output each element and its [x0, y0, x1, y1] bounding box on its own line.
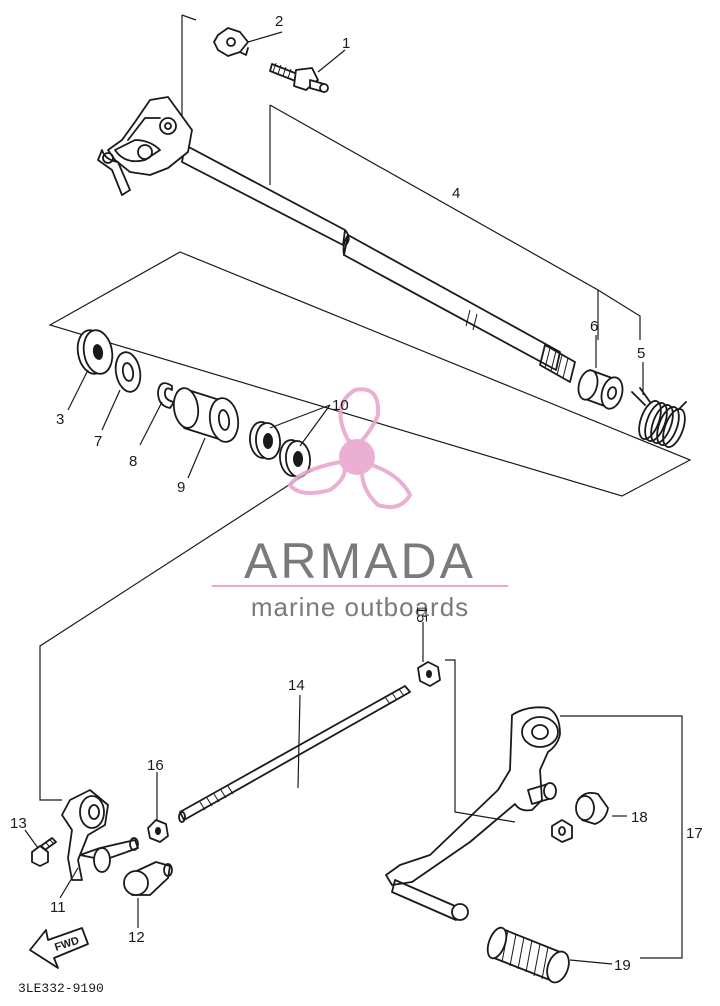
callout-8: 8	[129, 453, 137, 470]
callout-19: 19	[614, 957, 631, 974]
part-7-washer	[114, 351, 142, 393]
part-3-oil-seal	[76, 329, 114, 375]
callout-6: 6	[590, 318, 598, 335]
part-11-shift-arm	[61, 789, 139, 881]
part-9-bushing	[172, 387, 240, 443]
drawing-code: 3LE332-9190	[18, 981, 104, 996]
part-10-bearings	[249, 421, 311, 478]
callout-3: 3	[56, 411, 64, 428]
callout-11: 11	[50, 899, 66, 916]
callout-4: 4	[452, 185, 460, 202]
callout-15: 15	[413, 606, 430, 623]
callout-1: 1	[342, 35, 350, 52]
callout-18: 18	[631, 809, 648, 826]
shift-arm-plate	[107, 96, 193, 176]
fwd-arrow-icon: FWD	[29, 927, 89, 969]
part-14-shift-rod	[178, 685, 411, 823]
part-6-collar	[577, 369, 624, 410]
shift-shaft-group	[97, 14, 641, 383]
part-2-nut	[213, 27, 249, 57]
shift-shaft	[181, 144, 346, 246]
part-19-rubber	[486, 926, 570, 984]
part-1-bolt	[269, 62, 329, 93]
callout-13: 13	[10, 815, 27, 832]
part-12-joint	[123, 861, 173, 896]
callout-14: 14	[288, 677, 305, 694]
callout-7: 7	[94, 433, 102, 450]
armada-watermark: ARMADA marine outboards	[212, 387, 508, 622]
callout-2: 2	[275, 13, 283, 30]
part-13-bolt	[31, 837, 57, 867]
watermark-tagline: marine outboards	[251, 592, 469, 622]
part-5-spring	[631, 387, 687, 448]
part-16-nut	[147, 819, 169, 843]
callout-labels: 1 2 3 4 5 6 7 8 9 10 11 12 13 14 15 16 1…	[10, 13, 703, 974]
callout-17: 17	[686, 825, 703, 842]
part-18-joint	[551, 791, 609, 843]
callout-16: 16	[147, 757, 164, 774]
callout-9: 9	[177, 479, 185, 496]
callout-10: 10	[332, 397, 349, 414]
part-17-shift-pedal	[385, 706, 561, 921]
watermark-brand: ARMADA	[244, 533, 476, 589]
callout-12: 12	[128, 929, 145, 946]
part-15-nut	[417, 661, 441, 687]
propeller-logo	[287, 387, 413, 509]
callout-5: 5	[637, 345, 645, 362]
